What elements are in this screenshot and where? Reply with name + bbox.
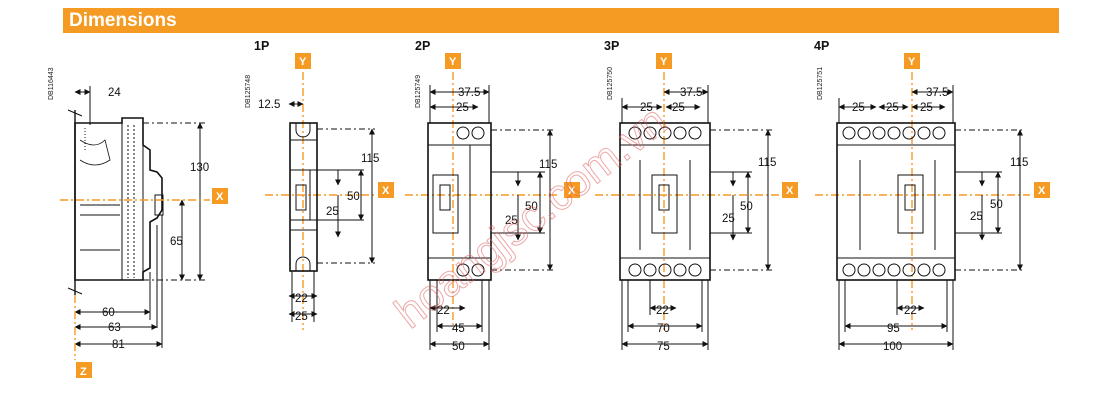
dim-2p-h50: 50 — [525, 201, 538, 213]
y-axis-badge-3p — [656, 53, 672, 69]
dim-2p-h115: 115 — [539, 159, 557, 171]
view-4p: 4P DB125751 Y 37.5 25 25 25 115 50 — [814, 39, 1028, 353]
x-axis-label-1p: X — [382, 185, 390, 197]
side-dim-offset: 24 — [108, 87, 121, 99]
ref-code-2p: DB125749 — [415, 75, 422, 108]
pole-label-2p: 2P — [415, 39, 430, 53]
x-axis-badge-2p — [564, 182, 580, 198]
dim-4p-w95: 95 — [887, 323, 900, 335]
section-header: Dimensions — [63, 8, 1059, 33]
y-axis-badge-2p — [445, 53, 461, 69]
dim-1p-half-width: 12.5 — [258, 99, 280, 111]
ref-code-3p: DB125750 — [607, 67, 614, 100]
dim-2p-w50: 50 — [452, 341, 465, 353]
x-axis-badges: X X X X X — [212, 182, 1050, 204]
y-axis-badge-1p — [295, 53, 311, 69]
pole-label-4p: 4P — [814, 39, 829, 53]
dim-3p-top375: 37.5 — [680, 87, 702, 99]
x-axis-badge-3p — [782, 182, 798, 198]
ref-code-4p: DB125751 — [817, 67, 824, 100]
dim-2p-top375: 37.5 — [458, 87, 480, 99]
dim-3p-h50: 50 — [740, 201, 753, 213]
side-view: DB116443 24 130 65 60 63 — [48, 67, 209, 378]
y-axis-label-2p: Y — [449, 56, 457, 68]
x-axis-badge-4p — [1034, 182, 1050, 198]
side-dim-depth-81: 81 — [112, 339, 125, 351]
x-axis-badge-side — [212, 188, 228, 204]
dim-1p-w25: 25 — [295, 311, 308, 323]
y-axis-label-4p: Y — [908, 56, 916, 68]
side-view-ref-code: DB116443 — [48, 67, 55, 100]
y-axis-label-3p: Y — [660, 56, 668, 68]
dim-1p-w22: 22 — [295, 293, 308, 305]
dim-1p-h25: 25 — [326, 206, 339, 218]
dim-4p-w22: 22 — [904, 305, 917, 317]
dim-1p-h115: 115 — [361, 153, 379, 165]
pole-label-1p: 1P — [254, 39, 269, 53]
dim-4p-top25a: 25 — [852, 102, 865, 114]
dim-4p-h50: 50 — [990, 199, 1003, 211]
side-dim-axis-height: 65 — [170, 236, 183, 248]
dim-4p-top25b: 25 — [886, 102, 899, 114]
ref-code-1p: DB125748 — [245, 75, 252, 108]
view-3p: 3P DB125750 Y 37.5 25 25 115 50 — [604, 39, 776, 353]
z-axis-badge — [76, 362, 92, 378]
dim-3p-h115: 115 — [758, 157, 776, 169]
side-dim-depth-60: 60 — [102, 307, 115, 319]
dim-3p-w70: 70 — [657, 323, 670, 335]
y-axis-badge-4p — [904, 53, 920, 69]
x-axis-label-side: X — [216, 191, 224, 203]
dim-3p-w75: 75 — [657, 341, 670, 353]
view-1p: 1P DB125748 Y 12.5 115 50 25 22 2 — [245, 39, 379, 330]
dim-1p-h50: 50 — [347, 191, 360, 203]
view-2p: 2P DB125749 Y 37.5 25 115 50 25 — [415, 39, 557, 353]
dim-2p-w45: 45 — [452, 323, 465, 335]
z-axis-label: Z — [80, 366, 87, 378]
side-dim-height: 130 — [190, 162, 209, 174]
section-title: Dimensions — [69, 10, 177, 31]
dim-4p-h25: 25 — [970, 211, 983, 223]
x-axis-badge-1p — [378, 182, 394, 198]
dim-4p-h115: 115 — [1010, 157, 1028, 169]
pole-label-3p: 3P — [604, 39, 619, 53]
dim-3p-top25a: 25 — [640, 102, 653, 114]
dim-2p-top25: 25 — [456, 102, 469, 114]
dim-4p-top375: 37.5 — [926, 87, 948, 99]
dim-2p-w22: 22 — [437, 305, 450, 317]
dim-3p-h25: 25 — [722, 213, 735, 225]
watermark-text: hoangjsc.com.vn — [386, 96, 676, 338]
x-axis-label-3p: X — [786, 185, 794, 197]
side-dim-depth-63: 63 — [108, 322, 121, 334]
x-axis-label-2p: X — [568, 185, 576, 197]
dim-2p-h25: 25 — [505, 215, 518, 227]
dim-4p-top25c: 25 — [920, 102, 933, 114]
dim-4p-w100: 100 — [883, 341, 902, 353]
dim-3p-w22: 22 — [656, 305, 669, 317]
y-axis-label-1p: Y — [299, 56, 307, 68]
x-axis-label-4p: X — [1038, 185, 1046, 197]
dim-3p-top25b: 25 — [672, 102, 685, 114]
